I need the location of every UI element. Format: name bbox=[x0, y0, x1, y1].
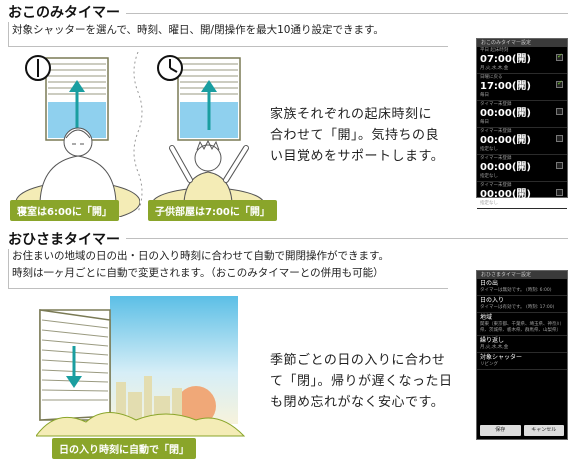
timer-row-days: 指定なし bbox=[480, 201, 498, 206]
sunset-illustration bbox=[36, 296, 246, 437]
timer-row-label: 平日 起床時刻 bbox=[480, 48, 509, 53]
timer-row-label: タイマー未登録 bbox=[480, 102, 512, 107]
okonomi-lead-line: 家族それぞれの起床時刻に bbox=[270, 107, 433, 122]
timer-row-time: 07:00(開) bbox=[480, 54, 531, 65]
timer-row-days: 月,火,水,木,金 bbox=[480, 66, 509, 71]
okonomi-lead: 家族それぞれの起床時刻に 合わせて「開」。気持ちの良 い目覚めをサポートします。 bbox=[270, 104, 470, 167]
ohisama-lead-line: 季節ごとの日の入りに合わせ bbox=[270, 353, 446, 368]
timer-row-checkbox[interactable] bbox=[556, 135, 563, 142]
section-rule-under-desc bbox=[8, 46, 448, 47]
okonomi-lead-line: い目覚めをサポートします。 bbox=[270, 149, 445, 164]
setting-item[interactable]: 地域関東（東京都、千葉県、埼玉県、神奈川県、茨城県、栃木県、群馬県、山梨県） bbox=[477, 313, 567, 336]
ohisama-desc-line: 時刻は一ヶ月ごとに自動で変更されます。（おこのみタイマーとの併用も可能） bbox=[12, 267, 384, 279]
child-room-illustration bbox=[151, 55, 265, 217]
setting-item-sub: タイマーは有効です。 (時刻: 17:00) bbox=[480, 305, 555, 310]
setting-item[interactable]: 日の入りタイマーは有効です。 (時刻: 17:00) bbox=[477, 296, 567, 313]
timer-row-time: 17:00(開) bbox=[480, 81, 531, 92]
phone-header: おひさまタイマー設定 bbox=[477, 271, 567, 279]
section2-rule-left bbox=[8, 238, 9, 288]
phone-buttons: 保存 キャンセル bbox=[480, 425, 564, 436]
timer-row-days: 毎日 bbox=[480, 93, 489, 98]
setting-item-sub: 関東（東京都、千葉県、埼玉県、神奈川県、茨城県、栃木県、群馬県、山梨県） bbox=[480, 322, 561, 333]
ohisama-lead-line: て「閉」。帰りが遅くなった日 bbox=[270, 374, 453, 389]
setting-item-sub: リビング bbox=[480, 362, 498, 367]
timer-row-time: 00:00(開) bbox=[480, 135, 531, 146]
setting-item[interactable]: 日の出タイマーは無効です。 (時刻: 6:00) bbox=[477, 279, 567, 296]
badge-child-room: 子供部屋は7:00に「開」 bbox=[148, 200, 277, 221]
setting-item-title: 日の入り bbox=[480, 297, 505, 304]
setting-item-title: 対象シャッター bbox=[480, 354, 523, 361]
timer-row-time: 00:00(開) bbox=[480, 162, 531, 173]
timer-row-checkbox[interactable] bbox=[556, 162, 563, 169]
section-rule-top bbox=[8, 13, 568, 14]
section2-rule-top bbox=[8, 238, 568, 239]
bedroom-illustration bbox=[15, 55, 140, 217]
setting-item-title: 繰り返し bbox=[480, 337, 505, 344]
timer-row-checkbox[interactable] bbox=[556, 108, 563, 115]
cancel-button[interactable]: キャンセル bbox=[523, 425, 564, 436]
phone-screen-ohisama: おひさまタイマー設定 日の出タイマーは無効です。 (時刻: 6:00)日の入りタ… bbox=[476, 270, 568, 440]
setting-item-title: 地域 bbox=[480, 314, 493, 321]
setting-item[interactable]: 対象シャッターリビング bbox=[477, 353, 567, 370]
badge-sunset: 日の入り時刻に自動で「閉」 bbox=[52, 438, 196, 459]
setting-item-sub: 月,火,水,木,金 bbox=[480, 345, 509, 350]
section-rule-left bbox=[8, 13, 9, 46]
timer-row-label: タイマー未登録 bbox=[480, 156, 512, 161]
timer-row-days: 指定なし bbox=[480, 174, 498, 179]
timer-row-checkbox[interactable] bbox=[556, 52, 563, 61]
timer-row-checkbox[interactable] bbox=[556, 79, 563, 88]
ohisama-timer-desc: お住まいの地域の日の出・日の入り時刻に合わせて自動で開閉操作ができます。 時刻は… bbox=[12, 248, 462, 282]
save-button[interactable]: 保存 bbox=[480, 425, 521, 436]
timer-row-label: タイマー未登録 bbox=[480, 129, 512, 134]
badge-bedroom: 寝室は6:00に「開」 bbox=[10, 200, 119, 221]
okonomi-timer-title: おこのみタイマー bbox=[8, 2, 126, 22]
ohisama-desc-line: お住まいの地域の日の出・日の入り時刻に合わせて自動で開閉操作ができます。 bbox=[12, 250, 389, 262]
okonomi-timer-desc: 対象シャッターを選んで、時刻、曜日、開/閉操作を最大10通り設定できます。 bbox=[12, 24, 384, 36]
phone-screen-okonomi: おこのみタイマー設定 平日 起床時刻07:00(開)月,火,水,木,金日曜に戻る… bbox=[476, 38, 568, 209]
timer-row-time: 00:00(開) bbox=[480, 189, 531, 200]
timer-row-days: 毎日 bbox=[480, 120, 489, 125]
section2-rule-under-desc bbox=[8, 288, 448, 289]
timer-row-days: 指定なし bbox=[480, 147, 498, 152]
timer-row-time: 00:00(開) bbox=[480, 108, 531, 119]
setting-item-title: 日の出 bbox=[480, 280, 499, 287]
timer-row-checkbox[interactable] bbox=[556, 189, 563, 196]
okonomi-lead-line: 合わせて「開」。気持ちの良 bbox=[270, 128, 440, 143]
dotted-divider bbox=[133, 52, 143, 212]
setting-item-sub: タイマーは無効です。 (時刻: 6:00) bbox=[480, 288, 552, 293]
setting-item[interactable]: 繰り返し月,火,水,木,金 bbox=[477, 336, 567, 353]
ohisama-lead-line: も閉め忘れがなく安心です。 bbox=[270, 395, 445, 410]
timer-row-label: 日曜に戻る bbox=[480, 75, 503, 80]
ohisama-timer-title: おひさまタイマー bbox=[8, 229, 126, 249]
timer-row-label: タイマー未登録 bbox=[480, 183, 512, 188]
phone-header: おこのみタイマー設定 bbox=[477, 39, 567, 47]
ohisama-lead: 季節ごとの日の入りに合わせ て「閉」。帰りが遅くなった日 も閉め忘れがなく安心で… bbox=[270, 350, 470, 413]
